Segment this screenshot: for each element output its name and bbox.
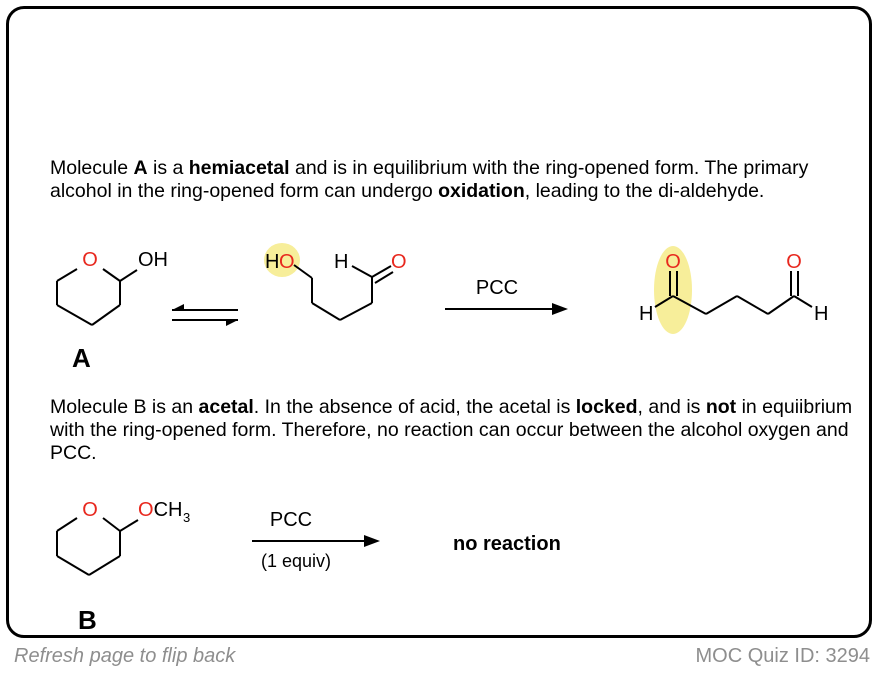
molecule-b-methoxy: OCH [138, 499, 182, 521]
reaction-arrow-2 [252, 535, 380, 547]
ring-opened-hydroxyl-o: O [279, 251, 295, 273]
quiz-id: MOC Quiz ID: 3294 [695, 645, 870, 667]
flip-back-link[interactable]: Refresh page to flip back [14, 645, 236, 667]
text-run: is a [147, 157, 189, 179]
bold-run: A [133, 157, 148, 179]
bold-run: not [705, 396, 737, 418]
molecule-b-ring-oxygen: O [82, 499, 98, 521]
reaction-2-reagent: PCC [270, 509, 312, 531]
ring-opened-hydroxyl-h: H [265, 251, 279, 273]
no-reaction-result: no reaction [453, 533, 561, 555]
molecule-a-ring-oxygen: O [82, 249, 98, 271]
reaction-1-reagent: PCC [476, 277, 518, 299]
molecule-b-methoxy-subscript: 3 [183, 510, 190, 525]
molecule-b-label: B [78, 605, 97, 635]
explanation-paragraph-a: Molecule A is a hemiacetal and is in equ… [50, 157, 850, 203]
bold-run: acetal [198, 396, 254, 418]
reaction-arrow-1 [445, 303, 568, 315]
dialdehyde-bonds [654, 271, 813, 315]
methoxy-oxygen: O [138, 499, 154, 521]
methoxy-carbon: CH [154, 499, 183, 521]
dialdehyde-left-h: H [639, 303, 653, 325]
bold-run: oxidation [438, 180, 525, 202]
text-run: and is in equilibrium with the ring-open… [50, 157, 809, 202]
text-run: , leading to the di-aldehyde. [524, 180, 765, 202]
explanation-paragraph-b: Molecule B is an acetal. In the absence … [50, 396, 870, 465]
dialdehyde-right-oxygen: O [786, 251, 802, 273]
reaction-2-conditions: (1 equiv) [261, 551, 331, 571]
molecule-a-bonds [56, 268, 138, 326]
dialdehyde-left-oxygen: O [665, 251, 681, 273]
highlight-hydroxyl [264, 243, 300, 277]
text-run: , and is [637, 396, 706, 418]
ring-opened-aldehyde-o: O [391, 251, 407, 273]
ring-opened-aldehyde-h: H [334, 251, 348, 273]
bold-run: locked [575, 396, 638, 418]
text-run: Molecule [50, 157, 134, 179]
text-run: in equiibrium with the ring-opened form.… [50, 396, 853, 464]
dialdehyde-right-h: H [814, 303, 828, 325]
highlight-aldehyde [654, 246, 692, 334]
molecule-a-hydroxyl: OH [138, 249, 168, 271]
quiz-card-back [6, 6, 872, 638]
bold-run: hemiacetal [188, 157, 290, 179]
ring-opened-bonds [293, 264, 394, 321]
molecule-b-bonds [56, 517, 139, 576]
equilibrium-arrows [172, 304, 238, 326]
text-run: . In the absence of acid, the acetal is [253, 396, 576, 418]
molecule-a-label: A [72, 343, 91, 373]
text-run: Molecule B is an [50, 396, 199, 418]
